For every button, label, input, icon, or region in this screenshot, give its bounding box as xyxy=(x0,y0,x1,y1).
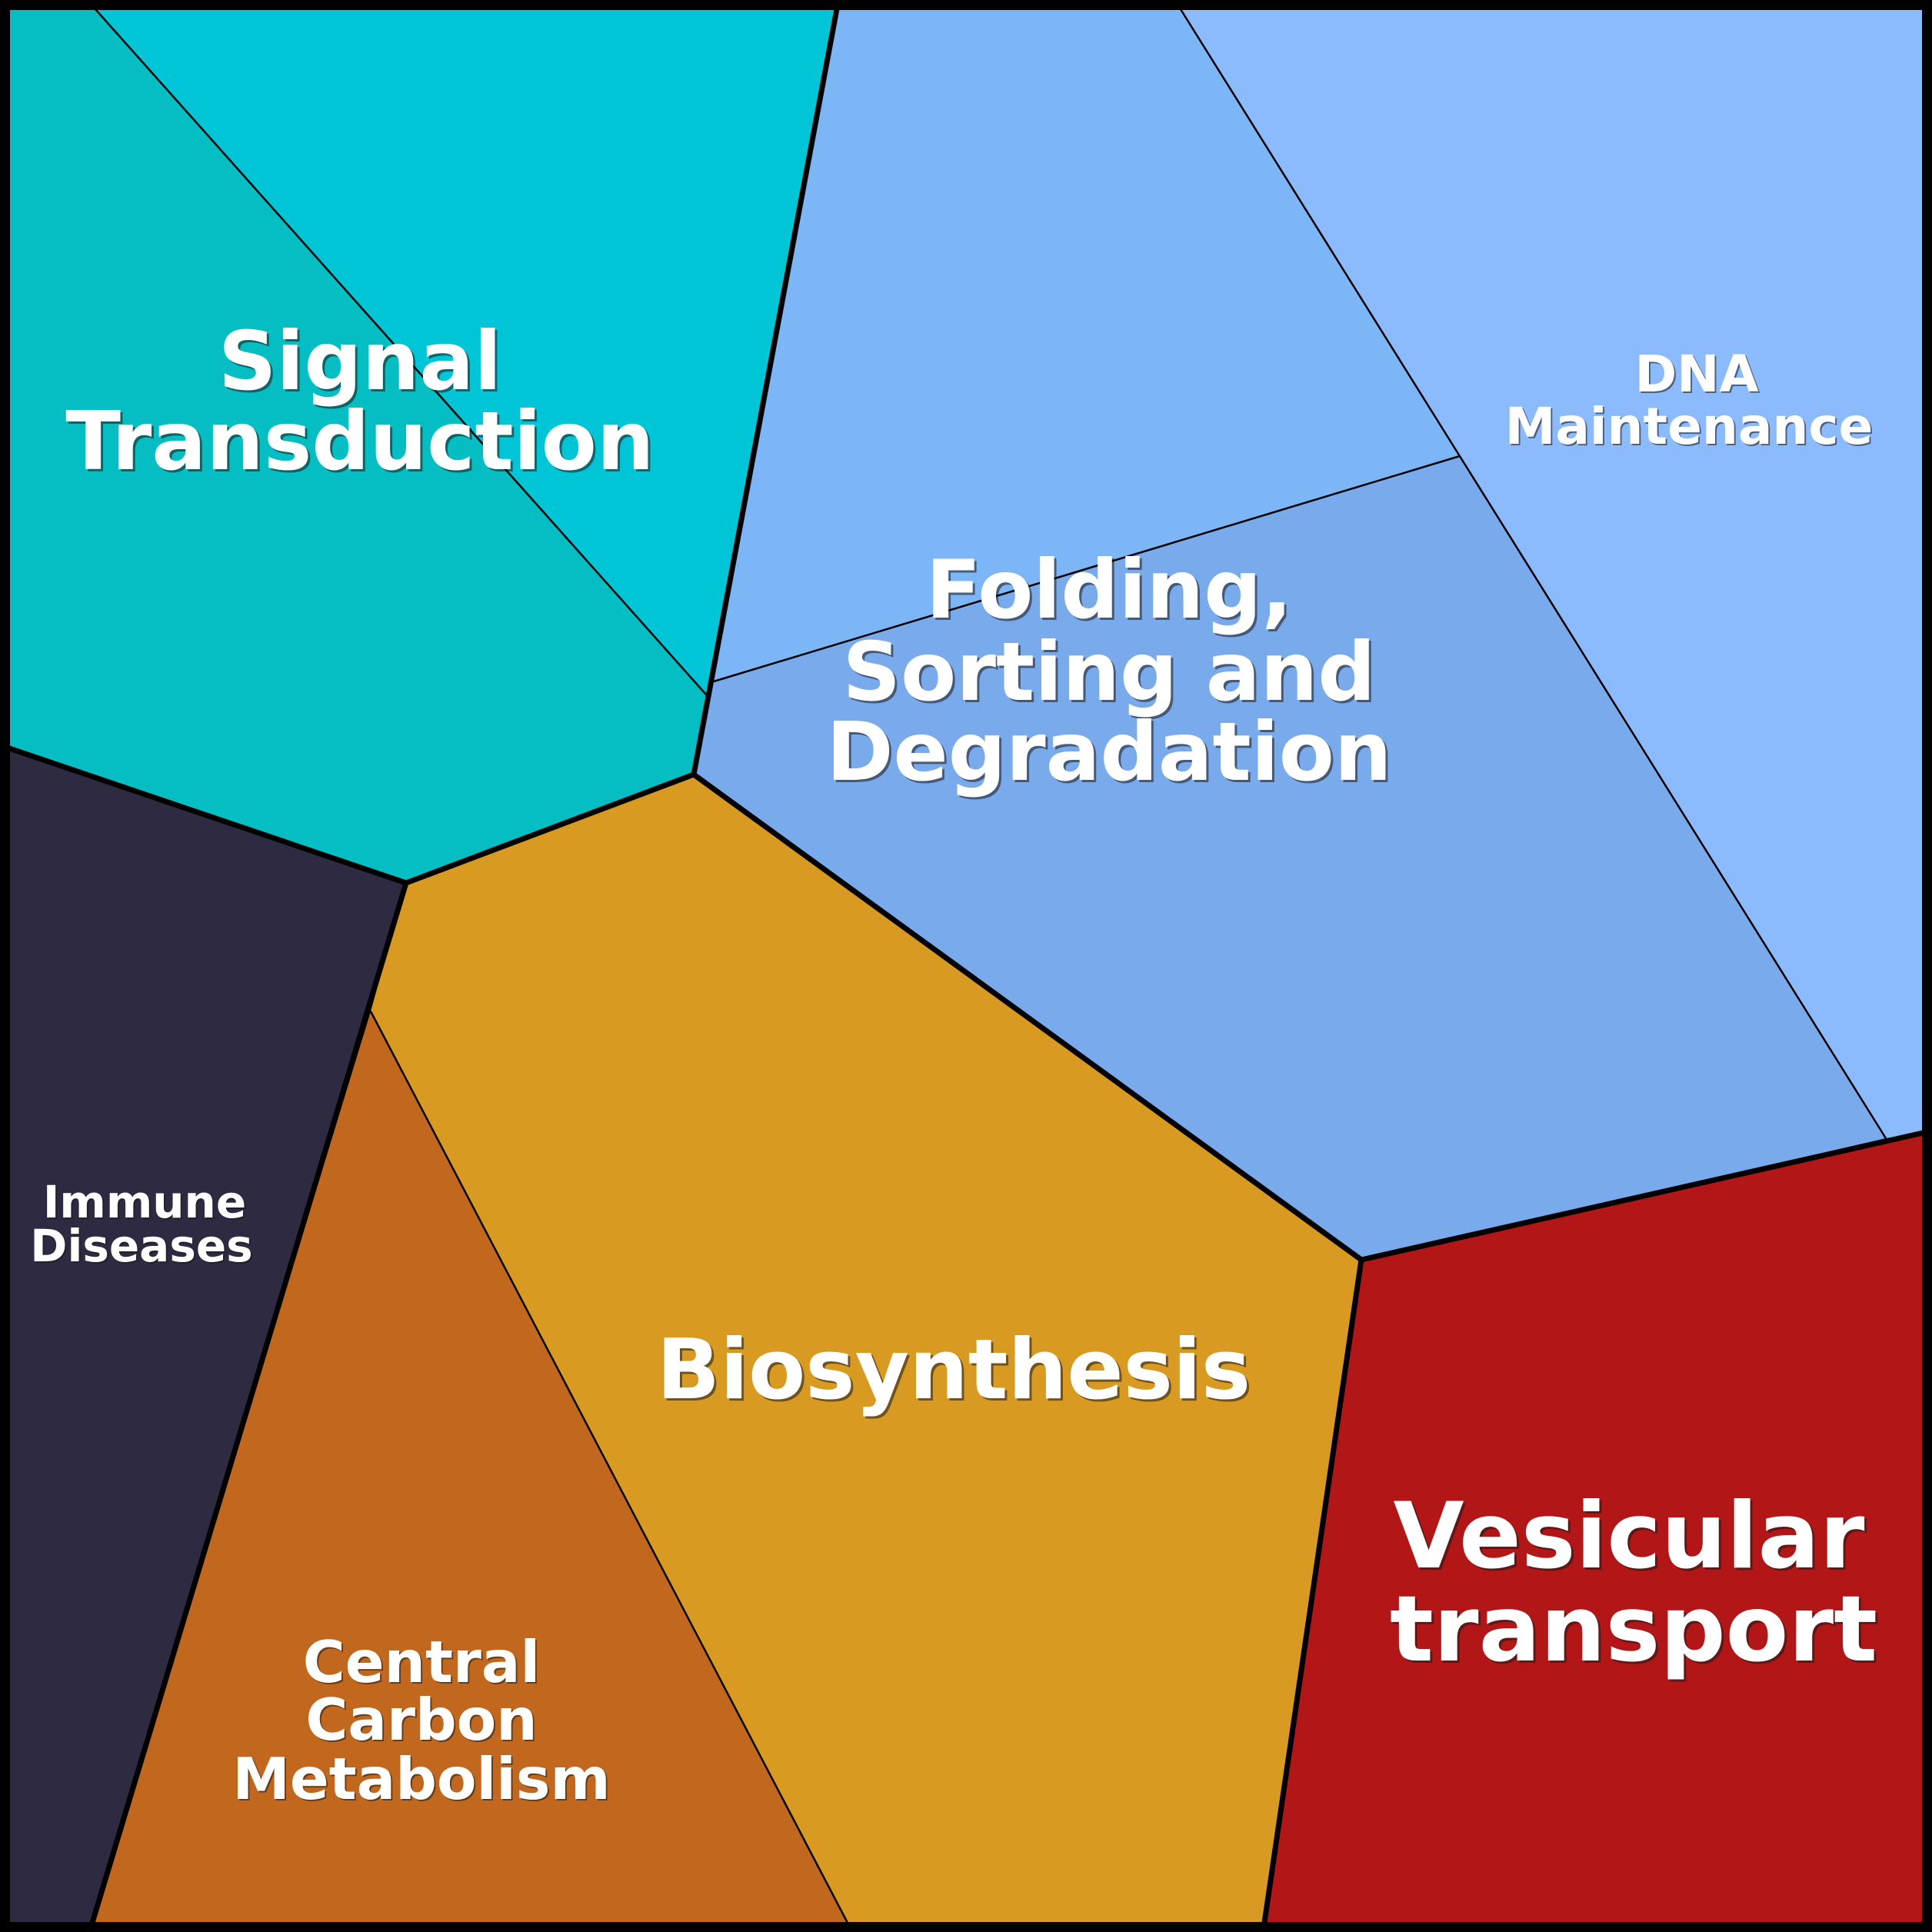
label-signal-transduction: Signal Transduction Signal Transduction xyxy=(65,315,656,491)
cells xyxy=(9,9,1923,1923)
label-line: Diseases xyxy=(30,1220,252,1272)
boundary-vesicular-left xyxy=(1261,1257,1364,1926)
boundary-vesicular-top xyxy=(1358,1130,1926,1263)
boundary-immune-right xyxy=(89,880,409,1926)
label-line: Folding, xyxy=(928,545,1295,639)
svg-text:transport: transport xyxy=(1390,1577,1877,1683)
cell-signal-transduction-right[interactable] xyxy=(95,9,837,695)
label-line: Maintenance xyxy=(1505,397,1874,456)
svg-text:Degradation: Degradation xyxy=(826,705,1391,799)
label-line: Carbon xyxy=(307,1687,538,1755)
boundary-folding-biosynthesis xyxy=(691,771,1364,1263)
cell-vesicular-transport[interactable] xyxy=(1264,1133,1923,1923)
sub-boundary-carbon xyxy=(369,1011,849,1924)
svg-text:Metabolism: Metabolism xyxy=(232,1745,610,1813)
boundary-signal-folding xyxy=(691,6,840,778)
label-central-carbon-metabolism: Central Carbon Metabolism Central Carbon… xyxy=(232,1628,611,1814)
cell-folding-top[interactable] xyxy=(706,9,1460,695)
svg-text:Immune: Immune xyxy=(45,1178,248,1230)
svg-text:Metabolism: Metabolism xyxy=(234,1747,611,1814)
svg-text:Carbon: Carbon xyxy=(305,1686,537,1754)
label-line: Transduction xyxy=(65,395,654,488)
svg-text:Signal: Signal xyxy=(221,317,504,411)
label-line: transport xyxy=(1390,1577,1877,1683)
svg-text:Sorting and: Sorting and xyxy=(845,628,1378,721)
cell-folding-bottom[interactable] xyxy=(694,456,1886,1260)
label-line: Degradation xyxy=(828,708,1394,801)
label-line: Diseases xyxy=(32,1221,254,1274)
cell-biosynthesis[interactable] xyxy=(371,774,1361,1923)
label-line: Vesicular xyxy=(1394,1484,1865,1590)
svg-text:Biosynthesis: Biosynthesis xyxy=(659,1324,1253,1421)
label-line: Biosynthesis xyxy=(659,1324,1253,1421)
svg-text:Biosynthesis: Biosynthesis xyxy=(657,1322,1251,1418)
label-line: Immune xyxy=(45,1178,248,1230)
svg-text:Carbon: Carbon xyxy=(307,1687,538,1755)
label-dna-maintenance: DNA Maintenance DNA Maintenance xyxy=(1505,345,1875,458)
svg-text:Folding,: Folding, xyxy=(926,543,1293,637)
label-line: Carbon xyxy=(305,1686,537,1754)
svg-text:Maintenance: Maintenance xyxy=(1507,398,1875,458)
label-line: Signal xyxy=(221,317,504,411)
svg-text:Degradation: Degradation xyxy=(828,708,1394,801)
cell-signal-transduction-left[interactable] xyxy=(9,9,706,883)
labels: Signal Transduction Signal Transduction … xyxy=(30,315,1880,1814)
svg-text:Transduction: Transduction xyxy=(68,397,656,491)
label-line: Biosynthesis xyxy=(657,1322,1251,1418)
svg-text:Signal: Signal xyxy=(218,315,501,408)
svg-text:Folding,: Folding, xyxy=(928,545,1295,639)
label-vesicular-transport: Vesicular transport Vesicular transport xyxy=(1390,1484,1880,1685)
svg-text:Sorting and: Sorting and xyxy=(843,625,1376,719)
label-line: Maintenance xyxy=(1507,398,1875,458)
svg-text:Vesicular: Vesicular xyxy=(1394,1484,1865,1590)
sub-boundary-signal xyxy=(95,8,707,695)
label-line: Signal xyxy=(218,315,501,408)
label-line: Degradation xyxy=(826,705,1391,799)
label-folding-sorting-degradation: Folding, Sorting and Degradation Folding… xyxy=(826,543,1394,801)
label-line: Metabolism xyxy=(234,1747,611,1814)
label-biosynthesis: Biosynthesis Biosynthesis xyxy=(657,1322,1253,1421)
label-immune-diseases: Immune Diseases Immune Diseases xyxy=(30,1176,254,1274)
svg-text:Central: Central xyxy=(303,1628,540,1696)
label-line: Vesicular xyxy=(1396,1486,1867,1592)
label-line: DNA xyxy=(1636,346,1760,405)
label-line: Central xyxy=(305,1630,541,1697)
label-line: DNA xyxy=(1634,345,1758,404)
svg-text:Vesicular: Vesicular xyxy=(1396,1486,1867,1592)
svg-text:Maintenance: Maintenance xyxy=(1505,397,1874,456)
label-line: Metabolism xyxy=(232,1745,610,1813)
sub-boundaries xyxy=(95,8,1887,1924)
svg-text:DNA: DNA xyxy=(1634,345,1758,404)
label-line: Immune xyxy=(43,1176,246,1228)
cell-immune-diseases[interactable] xyxy=(9,748,406,1923)
sub-boundary-folding-dna xyxy=(1179,8,1887,1139)
svg-text:transport: transport xyxy=(1392,1579,1880,1685)
svg-text:Immune: Immune xyxy=(43,1176,246,1228)
cell-dna-maintenance[interactable] xyxy=(1181,9,1923,1138)
label-line: Sorting and xyxy=(845,628,1378,721)
region-boundaries xyxy=(6,6,1926,1926)
label-line: Central xyxy=(303,1628,540,1696)
label-line: Transduction xyxy=(68,397,656,491)
svg-text:Diseases: Diseases xyxy=(32,1221,254,1274)
svg-text:DNA: DNA xyxy=(1636,346,1760,405)
label-line: transport xyxy=(1392,1579,1880,1685)
label-line: Folding, xyxy=(926,543,1293,637)
label-line: Sorting and xyxy=(843,625,1376,719)
svg-text:Diseases: Diseases xyxy=(30,1220,252,1272)
sub-boundary-folding xyxy=(713,455,1461,683)
svg-text:Central: Central xyxy=(305,1630,541,1697)
cell-central-carbon-metabolism[interactable] xyxy=(92,1011,848,1923)
svg-text:Transduction: Transduction xyxy=(65,395,654,488)
